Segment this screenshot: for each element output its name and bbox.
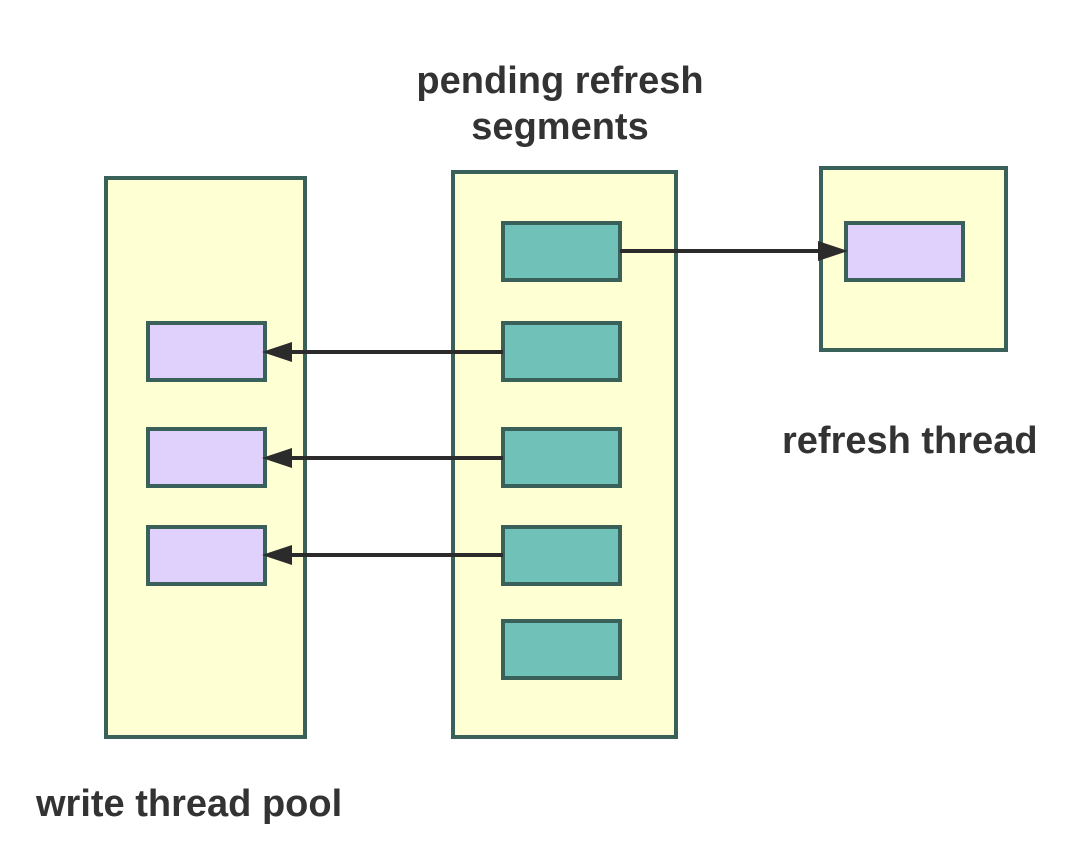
pending-segment-2 <box>501 321 622 382</box>
refresh-thread-box <box>844 221 965 282</box>
pending-segment-4 <box>501 525 622 586</box>
pending-label-line-1: pending refresh <box>416 60 704 102</box>
write-thread-3 <box>146 525 267 586</box>
pending-segment-5 <box>501 619 622 680</box>
arrow-to-write-thread-3 <box>262 545 503 565</box>
pending-label-line-2: segments <box>471 106 649 148</box>
pending-refresh-segments-label: pending refresh segments <box>360 58 760 150</box>
refresh-thread-label: refresh thread <box>782 420 1038 462</box>
write-thread-pool-label: write thread pool <box>36 783 343 825</box>
write-thread-2 <box>146 427 267 488</box>
arrow-to-write-thread-2 <box>262 448 503 468</box>
write-thread-1 <box>146 321 267 382</box>
pending-segment-1 <box>501 221 622 282</box>
arrow-to-refresh-thread <box>620 241 848 261</box>
pending-segment-3 <box>501 427 622 488</box>
arrow-to-write-thread-1 <box>262 342 503 362</box>
